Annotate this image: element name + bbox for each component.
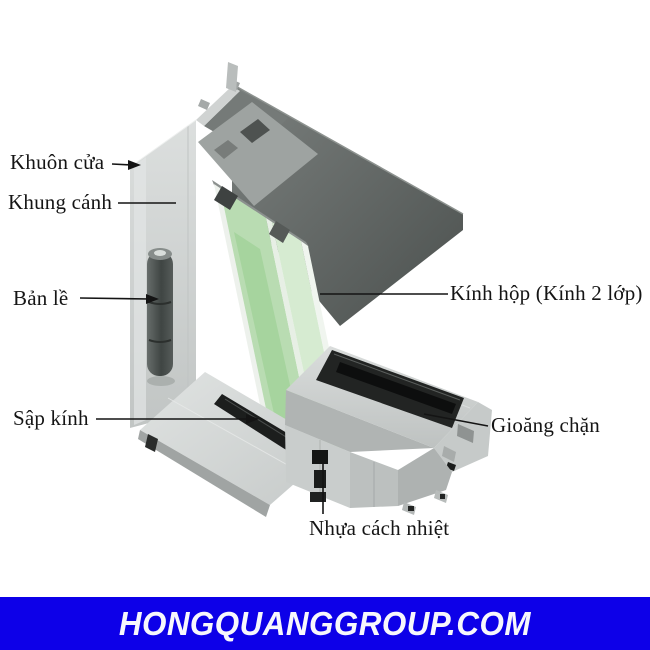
label-ban-le: Bản lề [13,286,69,310]
label-gioang-chan: Gioăng chặn [491,413,600,437]
sash-profile [198,102,318,206]
arrowhead [128,160,141,170]
thermal-break-profiles [285,425,398,508]
sill-profile [286,346,492,515]
label-sap-kinh: Sập kính [13,406,89,430]
arrowhead [246,414,259,424]
hinge [147,248,175,386]
stop-gasket [316,350,464,428]
leader-lines [79,160,489,514]
arrowhead [146,294,159,304]
label-kinh-hop: Kính hộp (Kính 2 lớp) [450,281,643,305]
sill-front-shadow [285,390,434,452]
footer-website-text: HONGQUANGGROUP.COM [118,604,532,642]
label-nhua-cach-nhiet: Nhựa cách nhiệt [309,516,450,540]
thermal-break [312,450,328,464]
footer-banner: HONGQUANGGROUP.COM [0,597,650,650]
label-khuon-cua: Khuôn cửa [10,150,105,174]
label-khung-canh: Khung cánh [8,190,113,214]
